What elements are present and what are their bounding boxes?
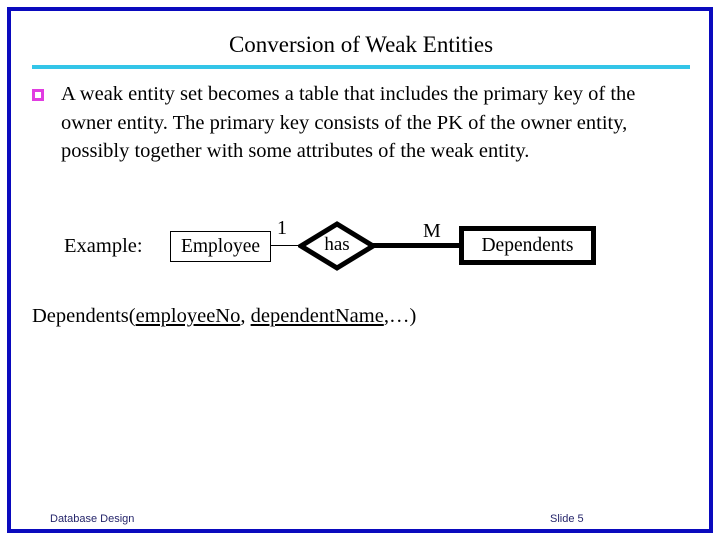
er-relationship-has-diamond — [298, 221, 376, 271]
er-cardinality-one: 1 — [277, 217, 287, 239]
schema-separator: , — [240, 305, 251, 327]
er-cardinality-many: M — [421, 220, 443, 242]
page-title: Conversion of Weak Entities — [228, 32, 494, 57]
er-connector-has-dependents — [372, 243, 462, 248]
schema-relation-name: Dependents( — [32, 305, 136, 327]
footer-slide-number: Slide 5 — [550, 513, 584, 525]
er-weak-entity-dependents-label: Dependents — [481, 234, 574, 256]
schema-ellipsis: ,…) — [383, 305, 417, 327]
er-weak-entity-dependents-inner-border: Dependents — [463, 230, 592, 261]
example-label: Example: — [64, 235, 143, 257]
title-divider-rule — [32, 65, 690, 69]
schema-primary-key-part-2: dependentName — [250, 305, 384, 327]
er-weak-entity-dependents: Dependents — [459, 226, 596, 265]
relational-schema-line: Dependents(employeeNo, dependentName,…) — [32, 303, 416, 329]
er-entity-employee: Employee — [170, 231, 271, 262]
square-outline-bullet-icon — [32, 89, 44, 101]
er-connector-employee-has — [271, 245, 304, 246]
footer-course-label: Database Design — [50, 513, 135, 525]
bullet-item-text: A weak entity set becomes a table that i… — [61, 83, 636, 162]
schema-primary-key-part-1: employeeNo — [135, 305, 241, 327]
er-relationship-has-label: has — [324, 234, 350, 255]
bullet-list-item: A weak entity set becomes a table that i… — [32, 80, 688, 166]
er-entity-employee-label: Employee — [180, 235, 261, 257]
